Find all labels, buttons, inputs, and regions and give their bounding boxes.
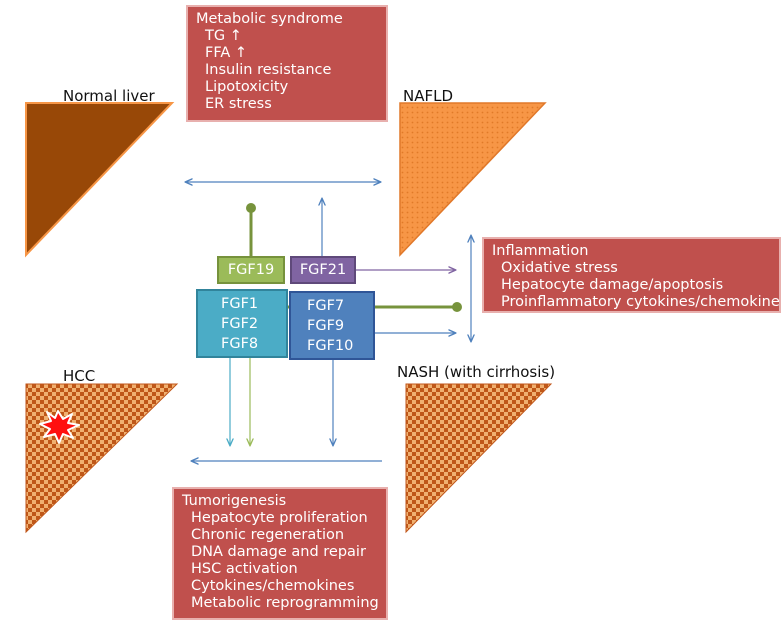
metabolic-item-er-stress: ER stress: [205, 96, 272, 112]
nash-label: NASH (with cirrhosis): [397, 363, 556, 381]
metabolic-item-ffa: FFA ↑: [205, 45, 248, 61]
fgf-inhibit-end: [452, 302, 462, 312]
metabolic-item-insulin: Insulin resistance: [205, 62, 332, 78]
tumorigenesis-item-proliferation: Hepatocyte proliferation: [191, 510, 368, 526]
fgf9-label: FGF9: [307, 318, 345, 334]
inflammation-title: Inflammation: [492, 243, 589, 259]
fgf19-inhibit-end: [246, 203, 256, 213]
fgf21-label: FGF21: [299, 262, 347, 278]
fgf1-2-8-box: FGF1 FGF2 FGF8: [196, 289, 288, 358]
tumorigenesis-item-cytokines: Cytokines/chemokines: [191, 578, 355, 594]
inflammation-item-oxidative: Oxidative stress: [501, 260, 618, 276]
nash-triangle: [405, 383, 553, 534]
fgf19-box: FGF19: [217, 256, 285, 284]
fgf1-label: FGF1: [221, 296, 259, 312]
nafld-triangle: [399, 102, 547, 257]
metabolic-syndrome-box: Metabolic syndrome TG ↑ FFA ↑ Insulin re…: [186, 5, 388, 122]
fgf10-label: FGF10: [307, 338, 354, 354]
fgf8-label: FGF8: [221, 336, 259, 352]
hcc-label: HCC: [63, 367, 96, 385]
tumorigenesis-title: Tumorigenesis: [182, 493, 287, 509]
tumorigenesis-item-regeneration: Chronic regeneration: [191, 527, 345, 543]
fgf7-9-10-box: FGF7 FGF9 FGF10: [289, 291, 375, 360]
tumor-starburst-icon: [39, 410, 80, 444]
metabolic-item-tg: TG ↑: [205, 28, 242, 44]
tumorigenesis-item-hsc: HSC activation: [191, 561, 298, 577]
fgf19-label: FGF19: [227, 262, 275, 278]
tumorigenesis-box: Tumorigenesis Hepatocyte proliferation C…: [172, 487, 388, 620]
metabolic-item-lipotoxicity: Lipotoxicity: [205, 79, 289, 95]
hcc-triangle: [25, 383, 179, 534]
inflammation-box: Inflammation Oxidative stress Hepatocyte…: [482, 237, 781, 313]
fgf2-label: FGF2: [221, 316, 259, 332]
tumorigenesis-item-metabolic: Metabolic reprogramming: [191, 595, 379, 611]
inflammation-item-hepatocyte: Hepatocyte damage/apoptosis: [501, 277, 724, 293]
fgf21-box: FGF21: [290, 256, 356, 284]
inflammation-item-cytokines: Proinflammatory cytokines/chemokines: [501, 294, 781, 310]
fgf7-label: FGF7: [307, 298, 345, 314]
tumorigenesis-item-dna: DNA damage and repair: [191, 544, 366, 560]
normal-liver-triangle: [25, 102, 175, 258]
metabolic-syndrome-title: Metabolic syndrome: [196, 11, 343, 27]
normal-liver-label: Normal liver: [63, 87, 155, 105]
nafld-label: NAFLD: [403, 87, 454, 105]
